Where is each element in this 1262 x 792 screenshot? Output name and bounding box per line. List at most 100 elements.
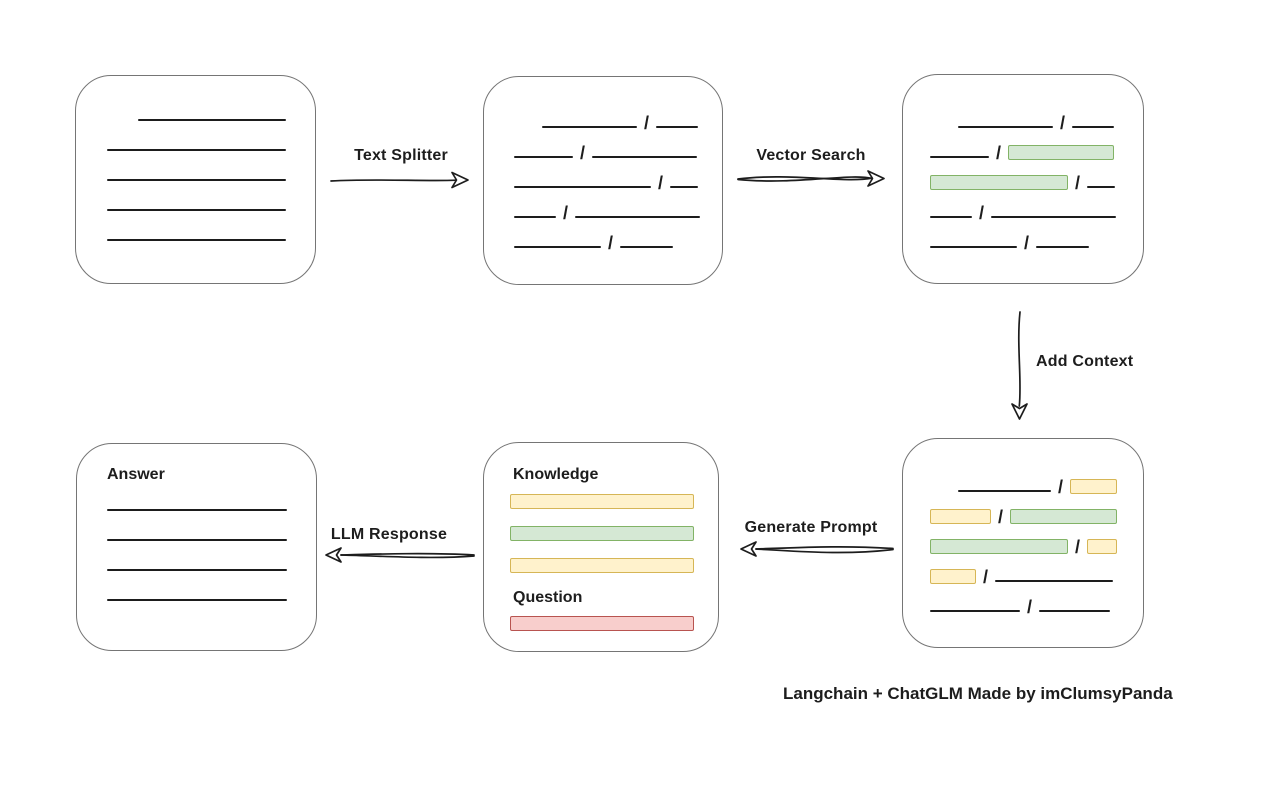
text-line <box>930 156 989 158</box>
slash-separator: / <box>983 567 989 587</box>
add-context-arrow <box>1011 311 1028 420</box>
vector-search-results-box: / / / / / <box>902 74 1144 284</box>
text-splitter-arrow <box>330 171 469 189</box>
text-line <box>995 580 1114 582</box>
slash-separator: / <box>996 143 1002 163</box>
chunk-lines: ///// <box>484 77 722 253</box>
chunk-row <box>107 167 315 183</box>
text-line <box>514 216 556 218</box>
text-line <box>107 149 286 151</box>
chunk-row: / <box>930 233 1143 253</box>
text-line <box>958 126 1053 128</box>
knowledge-bars <box>510 493 718 573</box>
chunk-row <box>107 137 315 153</box>
yellow-highlight-bar <box>510 494 694 509</box>
yellow-highlight-bar <box>1087 539 1118 554</box>
chunk-row: / <box>514 203 722 223</box>
slash-separator: / <box>608 233 614 253</box>
text-line <box>514 246 601 248</box>
text-line <box>107 239 286 241</box>
text-line <box>542 126 637 128</box>
text-line <box>930 216 972 218</box>
chunk-row <box>107 527 316 543</box>
text-splitter-label: Text Splitter <box>354 147 448 164</box>
yellow-highlight-bar <box>930 509 991 524</box>
generate-prompt-arrow <box>740 541 894 557</box>
question-bar <box>510 615 718 631</box>
chunk-row <box>107 227 315 243</box>
slash-separator: / <box>1058 477 1064 497</box>
slash-separator: / <box>563 203 569 223</box>
vector-search-label: Vector Search <box>756 147 866 164</box>
green-highlight-bar <box>1010 509 1118 524</box>
context-chunk-lines: / / / / / <box>903 439 1143 617</box>
red-highlight-bar <box>510 616 694 631</box>
slash-separator: / <box>998 507 1004 527</box>
yellow-highlight-bar <box>1070 479 1118 494</box>
context-box: / / / / / <box>902 438 1144 648</box>
text-line <box>107 179 286 181</box>
slash-separator: / <box>1075 537 1081 557</box>
retrieved-chunk-lines: / / / / / <box>903 75 1143 253</box>
text-line <box>958 490 1051 492</box>
yellow-highlight-bar <box>510 558 694 573</box>
caption-text: Langchain + ChatGLM Made by imClumsyPand… <box>783 684 1173 703</box>
chunk-row: / <box>930 507 1143 527</box>
text-line <box>930 610 1020 612</box>
text-line <box>991 216 1117 218</box>
chunk-row: / <box>930 567 1143 587</box>
chunk-row: / <box>958 477 1143 497</box>
text-line <box>620 246 674 248</box>
slash-separator: / <box>1060 113 1066 133</box>
chunk-row <box>107 557 316 573</box>
text-line <box>107 539 287 541</box>
chunk-row: / <box>514 233 722 253</box>
text-line <box>107 599 287 601</box>
vector-search-arrow <box>737 170 885 187</box>
slash-separator: / <box>658 173 664 193</box>
slash-separator: / <box>580 143 586 163</box>
chunk-row: / <box>930 143 1143 163</box>
chunk-row: / <box>930 597 1143 617</box>
text-line <box>656 126 699 128</box>
text-line <box>1072 126 1115 128</box>
slash-separator: / <box>1024 233 1030 253</box>
chunk-row <box>510 493 718 509</box>
green-highlight-bar <box>930 539 1068 554</box>
text-line <box>1039 610 1111 612</box>
yellow-highlight-bar <box>930 569 976 584</box>
text-line <box>107 569 287 571</box>
green-highlight-bar <box>1008 145 1115 160</box>
chunk-row <box>138 107 315 123</box>
chunk-row <box>107 197 315 213</box>
slash-separator: / <box>1027 597 1033 617</box>
chunk-row: / <box>930 204 1143 222</box>
add-context-label: Add Context <box>1036 353 1134 370</box>
answer-box: Answer <box>76 443 317 651</box>
text-line <box>514 156 573 158</box>
chunk-row: / <box>514 173 722 193</box>
prompt-box: Knowledge Question <box>483 442 719 652</box>
text-line <box>592 156 698 158</box>
chunk-row: / <box>930 537 1143 557</box>
chunk-row <box>510 557 718 573</box>
chunk-row <box>510 525 718 541</box>
chunk-row <box>107 497 316 513</box>
text-line <box>107 509 287 511</box>
chunk-row <box>107 587 316 603</box>
text-line <box>1036 246 1090 248</box>
text-line <box>1087 186 1116 188</box>
text-line <box>575 216 701 218</box>
answer-lines <box>107 497 316 603</box>
green-highlight-bar <box>510 526 694 541</box>
knowledge-label: Knowledge <box>513 466 599 483</box>
llm-response-arrow <box>325 547 475 563</box>
text-line <box>930 246 1017 248</box>
chunk-row: / <box>514 143 722 163</box>
slash-separator: / <box>1075 173 1081 193</box>
document-box <box>75 75 316 284</box>
generate-prompt-label: Generate Prompt <box>744 519 878 536</box>
split-chunks-box: ///// <box>483 76 723 285</box>
text-line <box>514 186 651 188</box>
